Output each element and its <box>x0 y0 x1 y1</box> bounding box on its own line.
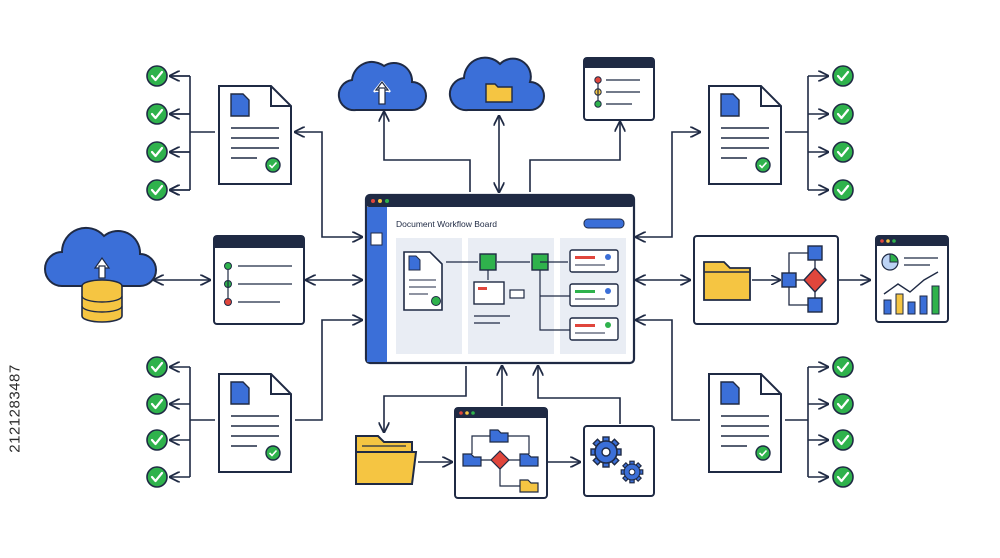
cloud-folder-icon <box>448 56 545 112</box>
settings-gears-icon <box>583 425 655 497</box>
board-title: Document Workflow Board <box>396 219 497 229</box>
connectors <box>154 76 870 477</box>
folder-flowchart-panel <box>693 235 839 325</box>
board-action-button[interactable] <box>583 218 625 229</box>
check-icon <box>145 428 169 452</box>
document-icon-left-top <box>218 85 292 185</box>
check-icon <box>831 64 855 88</box>
check-icon <box>145 392 169 416</box>
document-icon-right-top <box>708 85 782 185</box>
check-icon <box>831 102 855 126</box>
check-icon <box>831 178 855 202</box>
check-icon <box>145 178 169 202</box>
check-icon <box>831 355 855 379</box>
cloud-upload-icon <box>337 60 427 112</box>
check-icon <box>145 465 169 489</box>
document-icon-right-bottom <box>708 373 782 473</box>
approval-checks-left-bottom <box>145 355 169 489</box>
approval-checks-right-bottom <box>831 355 855 489</box>
document-workflow-board: Document Workflow Board <box>364 193 636 365</box>
check-icon <box>831 428 855 452</box>
approval-checks-left-top <box>145 64 169 202</box>
check-icon <box>831 392 855 416</box>
cloud-database-icon <box>44 226 157 323</box>
checklist-window-icon <box>213 235 305 325</box>
analytics-chart-window-icon <box>875 235 949 323</box>
approval-checks-right-top <box>831 64 855 202</box>
check-icon <box>145 355 169 379</box>
document-icon-left-bottom <box>218 373 292 473</box>
check-icon <box>145 102 169 126</box>
check-icon <box>831 140 855 164</box>
flowchart-window-icon <box>454 407 548 499</box>
check-icon <box>145 64 169 88</box>
check-icon <box>831 465 855 489</box>
open-folder-icon <box>355 435 418 485</box>
timeline-window-icon <box>583 57 655 121</box>
check-icon <box>145 140 169 164</box>
